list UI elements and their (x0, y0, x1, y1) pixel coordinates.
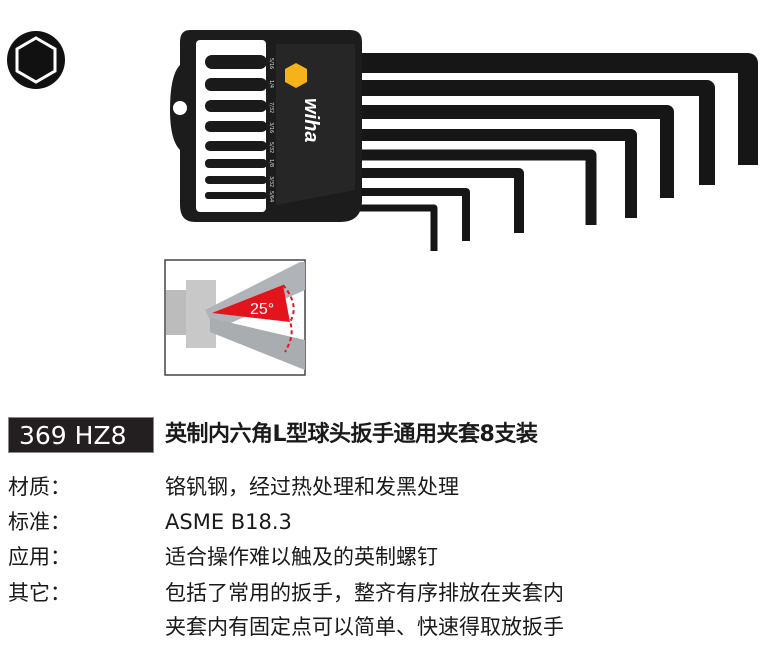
model-number: 369 HZ8 (8, 417, 154, 453)
spec-label-other: 其它： (8, 581, 71, 605)
spec-label-application: 应用： (8, 545, 71, 569)
holder-size-label: 3/32 (268, 176, 274, 187)
spec-label-material: 材质： (8, 475, 71, 499)
spec-value-other-line2: 夹套内有固定点可以简单、快速得取放扳手 (165, 615, 564, 639)
angle-label: 25° (250, 301, 274, 318)
holder-size-label: 5/16 (268, 58, 274, 69)
product-image: wiha 25° 5/16 1/4 7/32 3/16 5/32 1/8 3/32 5/64 (164, 30, 758, 376)
hex-icon (7, 31, 65, 89)
holder-size-label: 5/64 (268, 191, 274, 202)
spec-value-standard: ASME B18.3 (165, 510, 292, 534)
spec-value-application: 适合操作难以触及的英制螺钉 (165, 545, 438, 569)
holder-size-label: 7/32 (268, 102, 274, 113)
product-title: 英制内六角L型球头扳手通用夹套8支装 (165, 422, 538, 447)
holder-size-label: 3/16 (268, 122, 274, 133)
key-holder: wiha (170, 30, 362, 222)
wiha-hex-logo-icon (285, 63, 307, 88)
wrench-keys (300, 53, 758, 251)
spec-value-other: 包括了常用的扳手，整齐有序排放在夹套内 (165, 581, 564, 605)
holder-size-label: 1/8 (268, 159, 274, 167)
brand-logo: wiha (300, 98, 322, 142)
spec-value-material: 铬钒钢，经过热处理和发黑处理 (165, 475, 459, 499)
angle-inset: 25° (164, 259, 306, 376)
holder-size-label: 1/4 (268, 80, 274, 88)
spec-label-standard: 标准： (8, 510, 71, 534)
holder-size-label: 5/32 (268, 142, 274, 153)
